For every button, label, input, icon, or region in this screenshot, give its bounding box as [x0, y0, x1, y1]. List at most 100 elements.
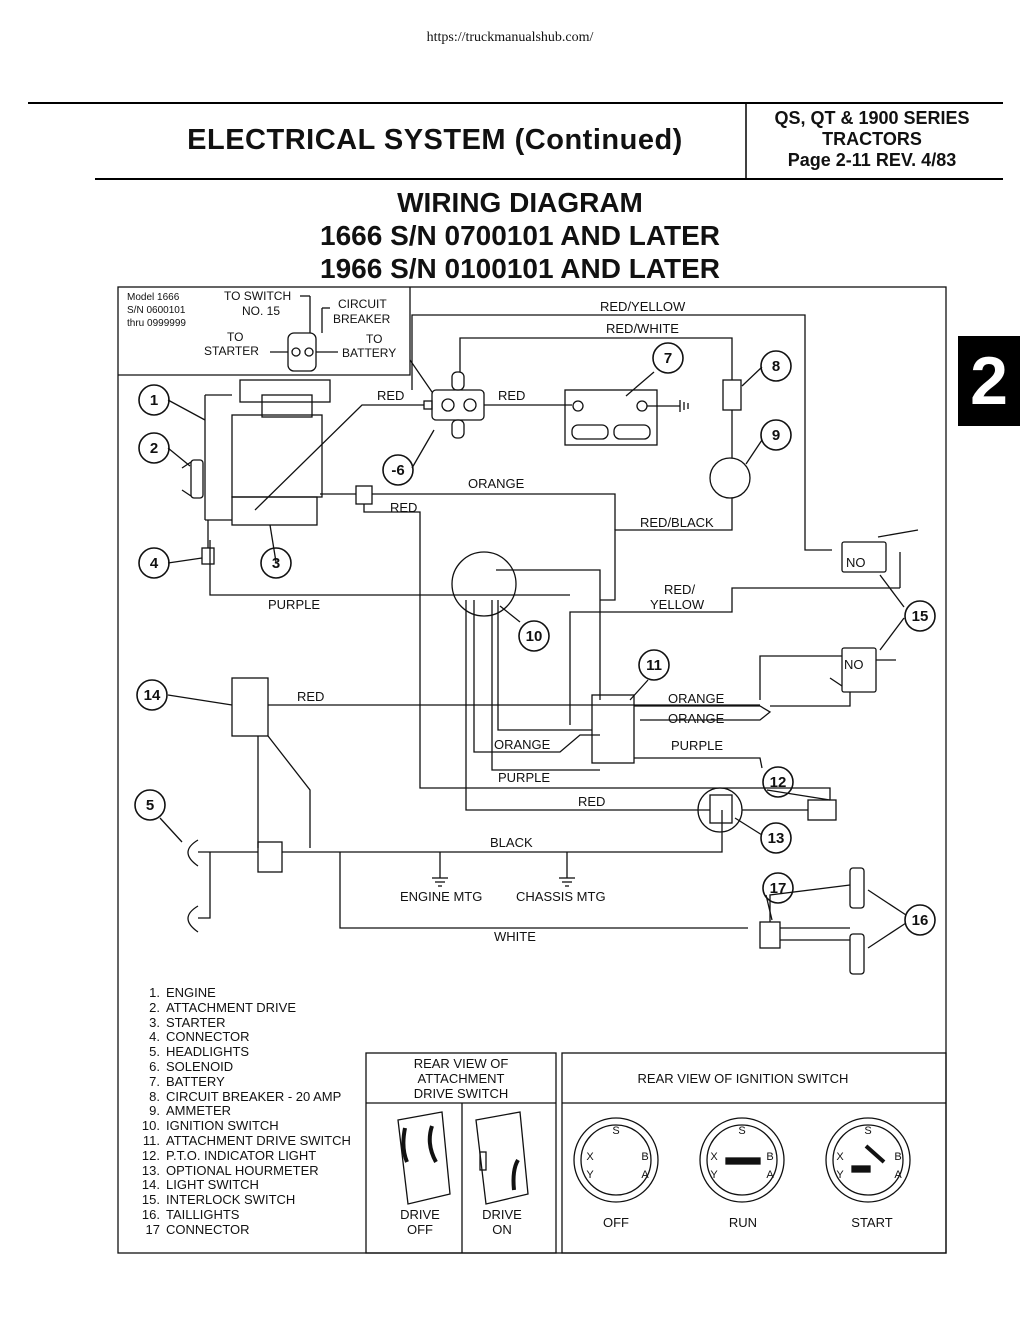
terminal-a: A	[894, 1169, 902, 1181]
inset-battery: BATTERY	[342, 346, 396, 360]
legend-item: 9.AMMETER	[149, 1103, 231, 1119]
page-reference: Page 2-11 REV. 4/83	[787, 150, 957, 170]
drive-on-label: DRIVE	[482, 1207, 522, 1222]
callout-2: 2	[150, 440, 158, 457]
terminal-b: B	[766, 1151, 773, 1163]
wire-label-red-black: RED/BLACK	[640, 515, 714, 530]
ignition-position-start: START	[851, 1215, 892, 1230]
source-url: https://truckmanualshub.com/	[426, 30, 594, 45]
drive-switch-on-drawing	[475, 1111, 529, 1205]
ammeter-drawing	[709, 457, 751, 499]
terminal-b: B	[894, 1151, 901, 1163]
callout-3: 3	[272, 555, 280, 572]
inset-to-2: TO	[366, 332, 382, 346]
diagram-title: WIRING DIAGRAM 1666 S/N 0700101 AND LATE…	[240, 186, 800, 285]
callout-16: 16	[912, 912, 929, 929]
terminal-x: X	[836, 1151, 844, 1163]
wire-label-red-yellow-mid: YELLOW	[650, 597, 705, 612]
wire-label-orange-11a: ORANGE	[668, 691, 725, 706]
wire-label-purple-left: PURPLE	[268, 597, 320, 612]
wire-network	[187, 314, 919, 975]
ignition-switch-heading: REAR VIEW OF IGNITION SWITCH	[638, 1071, 849, 1086]
section-title: ELECTRICAL SYSTEM (Continued)	[187, 124, 683, 156]
callout-11: 11	[646, 657, 662, 674]
wire-label-white: WHITE	[494, 929, 536, 944]
ignition-start-drawing	[825, 1117, 911, 1203]
inset-circuit: CIRCUIT	[338, 297, 387, 311]
inset-serial-range: thru 0999999	[127, 318, 186, 329]
callout-14: 14	[144, 687, 161, 704]
diagram-title-line: 1966 S/N 0100101 AND LATER	[320, 253, 720, 284]
terminal-y: Y	[836, 1169, 844, 1181]
wire-label-red-yellow-mid: RED/	[664, 582, 695, 597]
wire-label-red-small: RED	[390, 500, 417, 515]
headlight-top	[187, 839, 199, 867]
legend-item: 15.INTERLOCK SWITCH	[141, 1192, 296, 1208]
ignition-position-off: OFF	[603, 1215, 629, 1230]
light-switch-drawing	[231, 677, 269, 737]
callout-4: 4	[150, 555, 159, 572]
callout-17: 17	[770, 880, 787, 897]
component-legend: 1.ENGINE 2.ATTACHMENT DRIVE 3.STARTER 4.…	[138, 985, 351, 1238]
callout-7: 7	[664, 350, 672, 367]
interlock-no-bottom: NO	[844, 657, 864, 672]
drive-off-label: OFF	[407, 1222, 433, 1237]
legend-item: 8.CIRCUIT BREAKER - 20 AMP	[149, 1088, 342, 1104]
inset-model: Model 1666	[127, 292, 180, 303]
drive-switch-heading: REAR VIEW OF	[414, 1056, 509, 1071]
legend-item: 4.CONNECTOR	[149, 1029, 250, 1045]
callout-8: 8	[772, 358, 780, 375]
inset-no15: NO. 15	[242, 304, 280, 318]
callout-5: 5	[146, 797, 154, 814]
wire-label-red-right: RED	[498, 388, 525, 403]
callout-1: 1	[150, 392, 158, 409]
diagram-title-line: WIRING DIAGRAM	[397, 187, 643, 218]
legend-item: 3.STARTER	[149, 1014, 226, 1030]
callout-10: 10	[526, 628, 543, 645]
wire-label-red-12: RED	[578, 794, 605, 809]
engine-drawing	[181, 379, 331, 526]
inset-to-1: TO	[227, 330, 243, 344]
callout-15: 15	[912, 608, 929, 625]
callout-12: 12	[770, 774, 787, 791]
callout-leaders	[159, 359, 907, 949]
wire-label-orange-11b: ORANGE	[668, 711, 725, 726]
drive-switch-off-drawing	[397, 1111, 451, 1205]
ignition-run-drawing	[699, 1117, 785, 1203]
series-line: TRACTORS	[822, 129, 922, 149]
terminal-y: Y	[710, 1169, 718, 1181]
battery-drawing	[564, 389, 689, 446]
terminal-y: Y	[586, 1169, 594, 1181]
inset-circuit-breaker	[270, 295, 338, 372]
inset-starter: STARTER	[204, 344, 259, 358]
callout-13: 13	[768, 830, 785, 847]
drive-off-label: DRIVE	[400, 1207, 440, 1222]
ground-engine-mtg: ENGINE MTG	[400, 889, 482, 904]
ignition-position-run: RUN	[729, 1215, 757, 1230]
wire-label-black: BLACK	[490, 835, 533, 850]
legend-item: 10.IGNITION SWITCH	[141, 1118, 279, 1134]
legend-item: 7.BATTERY	[149, 1073, 225, 1089]
inset-frame	[118, 287, 411, 376]
wire-label-red-white: RED/WHITE	[606, 321, 679, 336]
ignition-switch-box	[561, 1052, 947, 1254]
drive-switch-box	[365, 1052, 557, 1254]
wire-label-orange-top: ORANGE	[468, 476, 525, 491]
terminal-x: X	[710, 1151, 718, 1163]
callout-circles	[134, 342, 936, 936]
circuit-breaker-drawing	[722, 379, 742, 411]
drive-on-label: ON	[492, 1222, 512, 1237]
drive-switch-heading: ATTACHMENT	[418, 1071, 505, 1086]
wire-label-red-14: RED	[297, 689, 324, 704]
terminal-a: A	[766, 1169, 774, 1181]
interlock-switch-bottom	[841, 647, 877, 693]
ground-chassis-mtg: CHASSIS MTG	[516, 889, 606, 904]
section-tab: 2	[958, 336, 1020, 426]
legend-item: 6.SOLENOID	[149, 1058, 234, 1074]
drive-switch-heading: DRIVE SWITCH	[414, 1086, 509, 1101]
terminal-s: S	[738, 1125, 745, 1137]
